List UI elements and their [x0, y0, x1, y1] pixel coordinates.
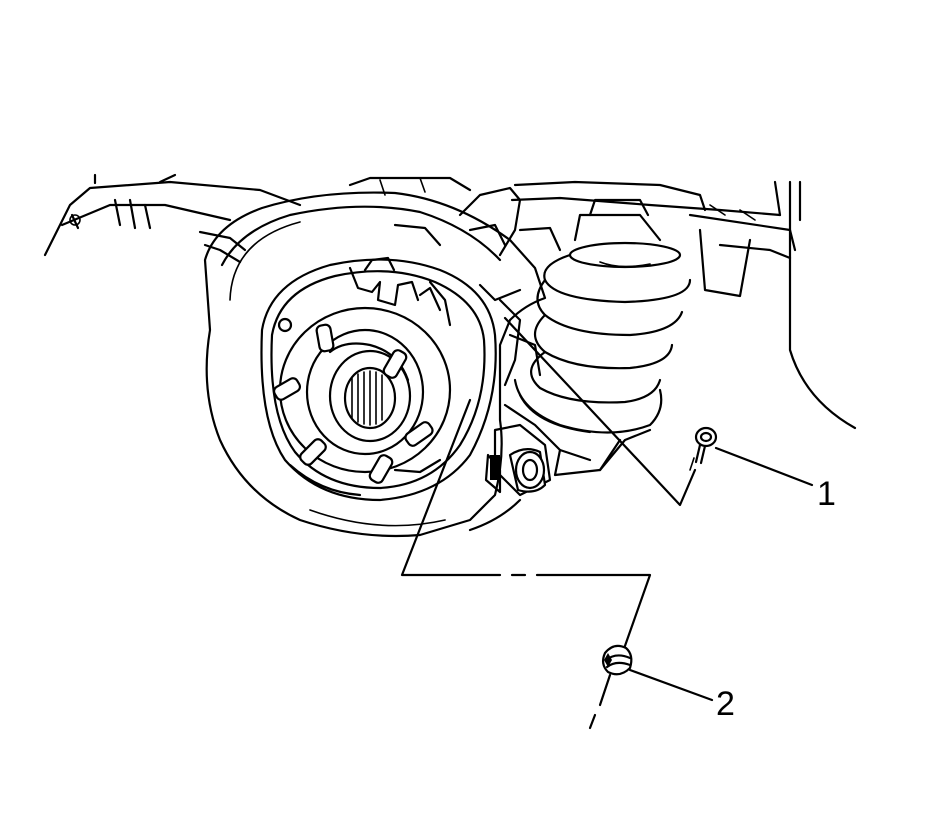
callout-leaders: [628, 446, 814, 702]
parking-brake-assembly: [260, 256, 497, 502]
hub-icon: [278, 306, 452, 474]
leader-lines: [400, 316, 697, 662]
upper-control-arm: [510, 180, 857, 430]
bolt-icon: [689, 426, 718, 471]
frame-rail: [43, 173, 302, 264]
brake-dust-shield: [203, 191, 547, 538]
steering-knuckle: [348, 176, 562, 387]
callout-1-label: 1: [817, 475, 836, 513]
nut-icon: [588, 644, 633, 730]
ball-joint: [484, 448, 547, 494]
callout-2-label: 2: [716, 685, 735, 723]
wheel-studs: [272, 323, 434, 484]
